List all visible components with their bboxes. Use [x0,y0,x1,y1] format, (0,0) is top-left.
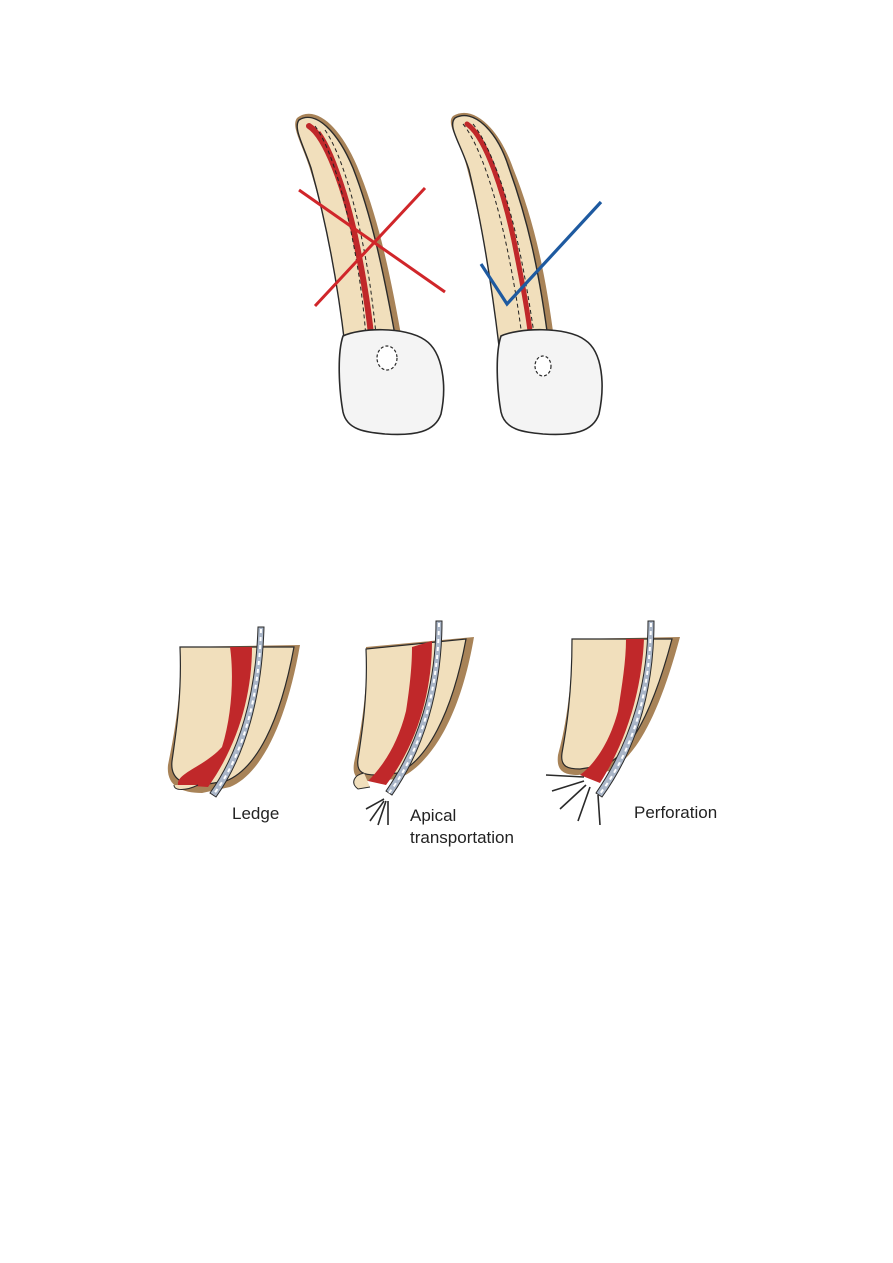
canal [177,647,252,787]
canal [580,639,644,783]
apex [173,784,199,790]
access-opening [534,355,552,377]
label-apical: Apical [410,806,457,825]
panel-ledge [167,626,300,798]
canal-outline-left [462,123,526,367]
access-opening [376,345,398,371]
panel-apical-transportation [353,620,474,826]
burst-lines [545,774,601,826]
file-instrument [595,620,655,798]
procedural-errors-illustration [167,620,680,826]
tooth-comparison-illustration [295,112,603,436]
canal-outline-left [314,125,368,367]
file-instrument [385,620,443,796]
apex [353,772,371,790]
label-ledge: Ledge [232,804,280,823]
canal [368,641,432,785]
check-mark-icon [479,200,603,307]
panel-perforation [545,620,680,826]
tooth-right [450,112,603,436]
tooth-left [295,113,446,436]
file-instrument [209,626,265,798]
label-transportation: transportation [410,828,514,847]
crown [496,328,603,436]
label-perforation: Perforation [634,803,718,822]
cross-mark-icon [298,186,446,308]
canal-correct [464,121,536,361]
crown [338,328,445,436]
burst-lines [365,798,389,826]
root [451,115,550,347]
